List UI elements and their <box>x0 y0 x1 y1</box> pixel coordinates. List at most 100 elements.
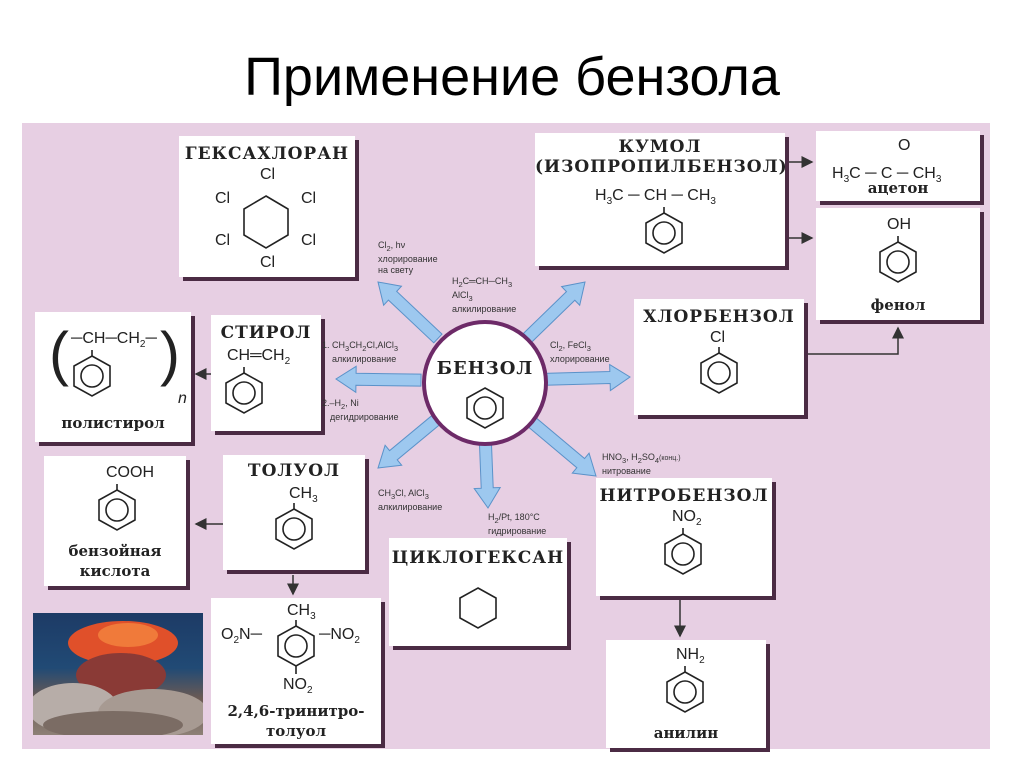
aniline-nh: NH <box>676 646 700 663</box>
benzoic-ring-icon <box>98 484 136 531</box>
aniline-nh2: NH2 <box>676 646 705 666</box>
rx-dehyd: дегидрирование <box>330 411 399 422</box>
chlorobenzene-cl: Cl <box>710 329 726 346</box>
rx-light: на свету <box>378 264 414 275</box>
box-cyclohexane: ЦИКЛОГЕКСАН <box>389 538 567 646</box>
benzoic-caption1: бензойная <box>68 542 162 560</box>
reaction-chlorination-light: Cl2, hν хлорирование на свету <box>378 240 438 276</box>
tnt-nitro-left: O2N─ <box>221 626 262 647</box>
phenol-caption: фенол <box>870 296 926 314</box>
sub-r7: 3 <box>345 343 350 353</box>
nitrobenzene-ring-icon <box>664 528 702 575</box>
sub-2d: 2 <box>354 635 360 647</box>
hexachlorane-name: ГЕКСАХЛОРАН <box>184 144 350 164</box>
rx-clalcl2: Cl, AlCl <box>395 488 425 498</box>
rx-h2so: , H <box>626 452 638 462</box>
cumene-ch: CH <box>643 187 668 204</box>
tnt-ch3: CH3 <box>287 602 316 622</box>
rx-alk2: алкилирование <box>332 353 397 364</box>
sub-r13: 2 <box>494 515 499 525</box>
rx-h2b: H <box>488 512 495 522</box>
acetone-c: C <box>880 165 893 182</box>
box-cumene: КУМОЛ (ИЗОПРОПИЛБЕНЗОЛ) H3C ─ CH ─ CH3 <box>535 133 788 266</box>
sub-2g: 2 <box>699 655 705 667</box>
rx-alk3: алкилирование <box>378 501 443 512</box>
rx-ni: , Ni <box>345 398 359 408</box>
bracket-left: ( <box>49 320 69 387</box>
nitro-no: NO <box>672 508 696 525</box>
cumene-formula: H3C ─ CH ─ CH3 <box>595 187 716 208</box>
explosion-photo <box>33 613 203 735</box>
sub-r9: 3 <box>393 343 399 353</box>
rx-fecl: , FeCl <box>562 340 587 350</box>
benzene-center: БЕНЗОЛ <box>422 320 548 446</box>
page-title: Применение бензола <box>244 47 780 107</box>
arrow-to-chlorobenzene <box>544 363 631 392</box>
rx-hydr: гидрирование <box>488 525 547 536</box>
toluene-ring-icon <box>275 503 313 550</box>
tnt-no-r: NO <box>330 626 355 643</box>
box-styrene: СТИРОЛ CH═CH2 <box>211 315 321 431</box>
rx-so: SO <box>641 452 655 462</box>
sub-r3: 3 <box>507 279 513 289</box>
sub-3b: 3 <box>710 196 716 208</box>
rx-hno: HNO <box>602 452 622 462</box>
box-acetone: O H3C ─ C ─ CH3 ацетон <box>816 131 980 201</box>
tnt-ch: CH <box>287 602 311 619</box>
sub-r4: 3 <box>468 293 473 303</box>
cyclohexane-name: ЦИКЛОГЕКСАН <box>391 548 565 568</box>
rx-chlor2: хлорирование <box>550 353 610 364</box>
polystyrene-caption: полистирол <box>61 414 165 432</box>
rx-cl: Cl <box>378 240 387 250</box>
box-phenol: OH фенол <box>816 208 980 320</box>
styrene-ch: CH <box>227 347 251 364</box>
aniline-ring-icon <box>666 666 704 713</box>
benzoic-caption2: кислота <box>79 562 151 580</box>
sub-r11: 3 <box>391 491 396 501</box>
tnt-nitro-right: ─NO2 <box>319 626 360 647</box>
acetone-c1: C <box>849 165 861 182</box>
tnt-ring-icon <box>277 620 315 674</box>
cl-lower-left: Cl <box>215 232 231 249</box>
cumene-name2: (ИЗОПРОПИЛБЕНЗОЛ) <box>535 157 788 177</box>
rx-ch3b: CH <box>378 488 391 498</box>
rx-h: H <box>452 276 459 286</box>
box-hexachlorane: ГЕКСАХЛОРАН Cl Cl Cl Cl Cl Cl <box>179 136 355 277</box>
reaction-alkylation-propene: H2C═CH─CH3 AlCl3 алкилирование <box>452 276 516 315</box>
reaction-chlorination-fecl3: Cl2, FeCl3 хлорирование <box>550 340 610 365</box>
sub-2f: 2 <box>696 517 702 529</box>
rx-propene: C═CH─CH <box>462 276 508 286</box>
rx-hv: , hν <box>390 240 406 250</box>
acetone-h: H <box>832 165 844 182</box>
arrow-to-cyclohexane <box>473 442 502 509</box>
sub-3e: 3 <box>312 494 318 506</box>
tnt-no-b: NO <box>283 676 307 693</box>
sub-r14: 3 <box>622 455 627 465</box>
styrene-name: СТИРОЛ <box>220 323 312 343</box>
toluene-name: ТОЛУОЛ <box>247 461 341 481</box>
sub-3d: 3 <box>935 174 942 186</box>
rx-ch2: CH <box>349 340 363 350</box>
arrow-chlorobenzene-phenol <box>806 326 904 355</box>
arrow-to-toluene <box>377 415 440 469</box>
rx-chlor: хлорирование <box>378 253 438 264</box>
box-chlorobenzene: ХЛОРБЕНЗОЛ Cl <box>634 299 804 415</box>
box-tnt: CH3 O2N─ ─NO2 NO2 2,4,6-тринитро- толуол <box>211 598 381 744</box>
tnt-o: O <box>221 626 234 643</box>
benzene-ring-icon <box>466 387 504 429</box>
cyclohexane-ring-icon <box>459 587 497 629</box>
toluene-ch: CH <box>289 485 313 502</box>
nitrobenzene-no2: NO2 <box>672 508 702 528</box>
sub-3c: 3 <box>843 174 850 186</box>
reaction-arrows <box>335 281 631 509</box>
polystyrene-ring-icon <box>73 350 111 397</box>
nitrobenzene-name: НИТРОБЕНЗОЛ <box>599 486 769 506</box>
center-label: БЕНЗОЛ <box>436 358 534 379</box>
cumene-ch2: CH <box>687 187 711 204</box>
benzoic-cooh: COOH <box>106 464 154 481</box>
sub-r16: 4 <box>654 455 660 465</box>
reaction-alkylation-methyl: CH3Cl, AlCl3 алкилирование <box>378 488 442 513</box>
rx-clalcl: Cl,AlCl <box>366 340 394 350</box>
cl-top: Cl <box>260 166 276 183</box>
